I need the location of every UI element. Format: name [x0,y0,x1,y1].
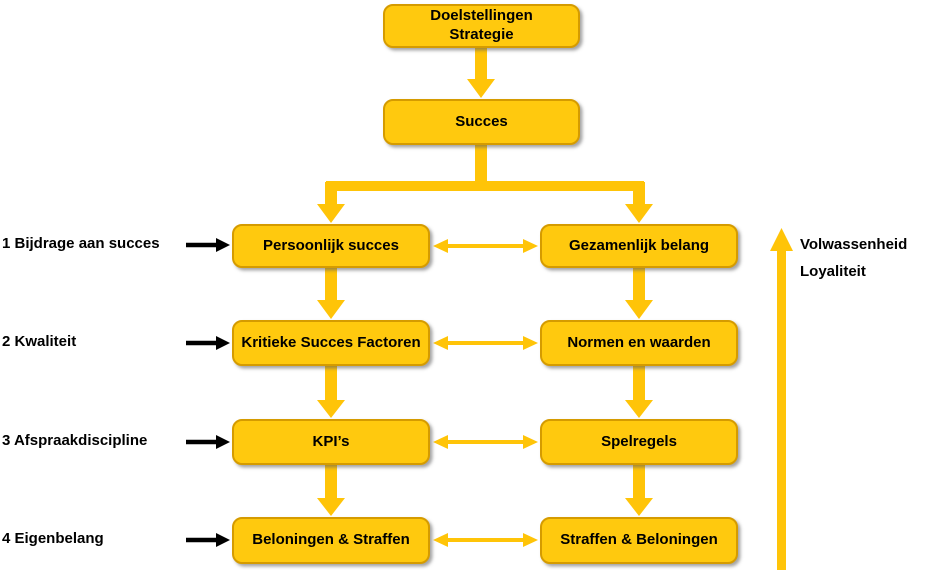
maturity-up-arrow [770,228,793,570]
down-arrow-left-3 [317,464,345,516]
node-label: Succes [455,112,508,130]
node-label: Beloningen & Straffen [252,531,410,549]
down-arrow-left-2 [317,365,345,418]
label-arrow-row-2 [186,336,230,350]
node-beloningen-straffen: Beloningen & Straffen [232,517,430,564]
node-straffen-beloningen: Straffen & Beloningen [540,517,738,564]
node-kpis: KPI’s [232,419,430,465]
node-label: KPI’s [312,432,350,450]
node-label: Normen en waarden [567,333,711,351]
double-arrow-row-1 [433,239,538,253]
double-arrow-row-3 [433,435,538,449]
row-label-3: 3 Afspraakdiscipline [2,432,148,449]
node-succes: Succes [383,99,580,145]
down-arrow-right-2 [625,365,653,418]
node-label: Spelregels [601,432,677,450]
down-arrow-right-1 [625,267,653,319]
double-arrow-row-2 [433,336,538,350]
down-arrow-right-3 [625,464,653,516]
node-doelstellingen-strategie: Doelstellingen Strategie [383,4,580,48]
node-label-line2: Strategie [449,26,514,43]
branch-connector [317,145,653,223]
row-label-4: 4 Eigenbelang [2,530,104,547]
node-persoonlijk-succes: Persoonlijk succes [232,224,430,268]
node-label: Gezamenlijk belang [568,236,710,254]
down-arrow-left-1 [317,267,345,319]
row-label-2: 2 Kwaliteit [2,333,77,350]
axis-label-volwassenheid: Volwassenheid [800,236,908,253]
node-kritieke-succes-factoren: Kritieke Succes Factoren [232,320,430,366]
node-label: Persoonlijk succes [263,236,399,254]
double-arrow-row-4 [433,533,538,547]
axis-label-loyaliteit: Loyaliteit [800,263,866,280]
node-spelregels: Spelregels [540,419,738,465]
row-label-1: 1 Bijdrage aan succes [2,235,160,252]
node-label: Straffen & Beloningen [560,531,718,549]
down-arrow-top-to-succes [467,47,495,98]
label-arrow-row-4 [186,533,230,547]
node-gezamenlijk-belang: Gezamenlijk belang [540,224,738,268]
node-label-line1: Doelstellingen [430,7,533,25]
node-normen-en-waarden: Normen en waarden [540,320,738,366]
label-arrow-row-3 [186,435,230,449]
label-arrow-row-1 [186,238,230,252]
node-label: Kritieke Succes Factoren [241,333,421,351]
